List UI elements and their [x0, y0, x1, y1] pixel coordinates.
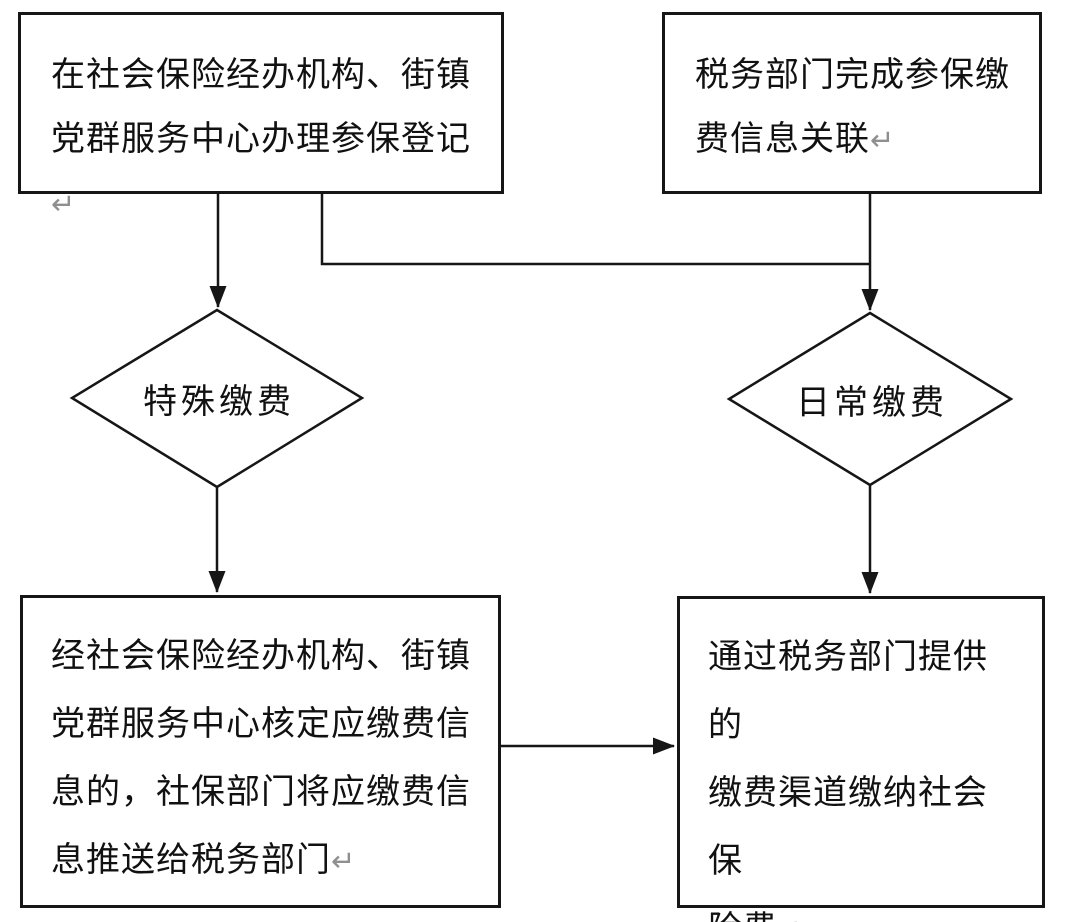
return-arrow-icon: ↵	[778, 915, 802, 922]
return-arrow-icon: ↵	[331, 846, 356, 878]
node-register-box: 在社会保险经办机构、街镇 党群服务中心办理参保登记 ↵	[18, 12, 504, 221]
decision-daily-label: 日常缴费	[796, 383, 948, 422]
decision-daily-diamond	[726, 311, 1014, 487]
node-taxlink-box: 税务部门完成参保缴 费信息关联↵	[662, 12, 1042, 194]
node-pay-via-tax-box: 通过税务部门提供的 缴费渠道缴纳社会保 险费↵	[677, 596, 1045, 922]
decision-special-diamond	[69, 308, 365, 489]
node-verify-push-box: 经社会保险经办机构、街镇 党群服务中心核定应缴费信 息的，社保部门将应缴费信 息…	[20, 595, 501, 908]
node-taxlink-lines: 税务部门完成参保缴 费信息关联	[695, 56, 1010, 158]
return-arrow-icon: ↵	[51, 189, 76, 221]
node-register-text: 在社会保险经办机构、街镇 党群服务中心办理参保登记 ↵	[21, 15, 501, 237]
node-register-lines: 在社会保险经办机构、街镇 党群服务中心办理参保登记	[51, 56, 471, 158]
node-taxlink-text: 税务部门完成参保缴 费信息关联↵	[665, 15, 1039, 173]
node-verify-push-lines: 经社会保险经办机构、街镇 党群服务中心核定应缴费信 息的，社保部门将应缴费信 息…	[51, 637, 471, 879]
connector-register-to-daily-elbow	[320, 194, 870, 266]
node-pay-via-tax-text: 通过税务部门提供的 缴费渠道缴纳社会保 险费↵	[680, 599, 1042, 922]
decision-special-label: 特殊缴费	[143, 383, 295, 421]
return-arrow-icon: ↵	[870, 125, 895, 157]
node-verify-push-text: 经社会保险经办机构、街镇 党群服务中心核定应缴费信 息的，社保部门将应缴费信 息…	[23, 598, 498, 896]
node-pay-via-tax-lines: 通过税务部门提供的 缴费渠道缴纳社会保 险费	[708, 638, 988, 922]
